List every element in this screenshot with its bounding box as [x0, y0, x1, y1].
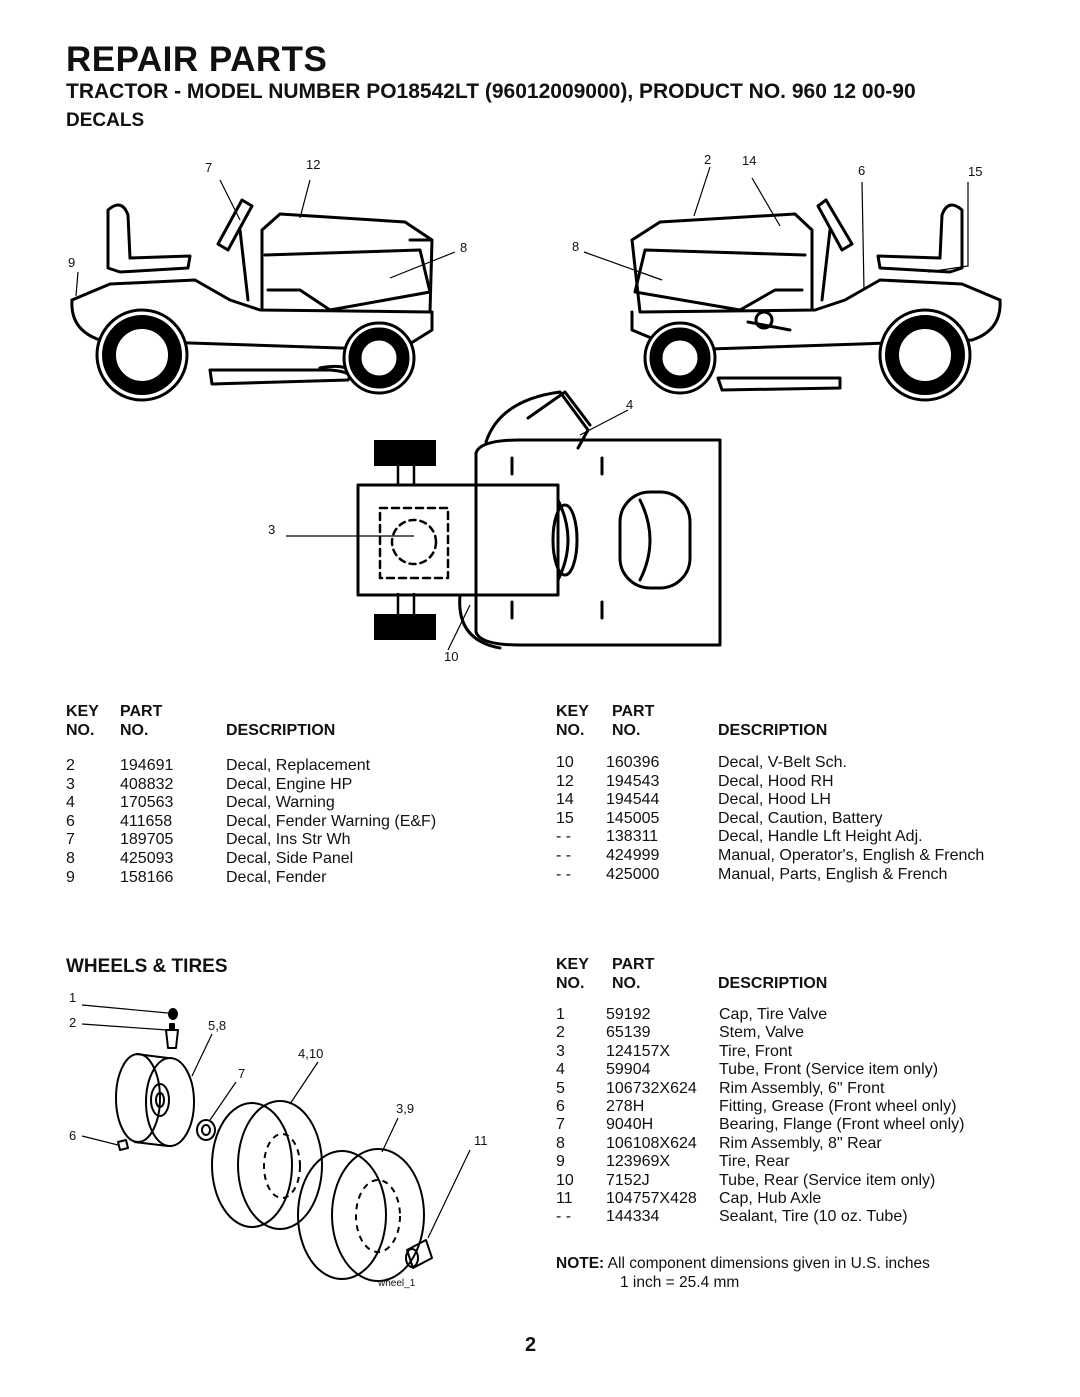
- page-title: REPAIR PARTS: [66, 40, 328, 79]
- note-line-2: 1 inch = 25.4 mm: [620, 1274, 740, 1291]
- callout-14: 14: [742, 153, 757, 168]
- wheel-callout-5-8: 5,8: [208, 1018, 227, 1033]
- col-key: KEY: [556, 703, 589, 720]
- col-key: KEY: [66, 703, 99, 720]
- callout-15: 15: [968, 164, 983, 179]
- callout-8-right: 8: [572, 239, 580, 254]
- col-key-no: NO.: [556, 722, 585, 739]
- callout-9: 9: [68, 255, 76, 270]
- callout-10: 10: [444, 649, 459, 664]
- col-description: DESCRIPTION: [718, 722, 828, 739]
- col-part-no: NO.: [120, 722, 149, 739]
- callout-2: 2: [704, 152, 712, 167]
- tractor-top-view: [356, 390, 722, 650]
- wheel-callout-2: 2: [69, 1015, 77, 1030]
- decals-heading: DECALS: [66, 110, 145, 131]
- col-description: DESCRIPTION: [226, 722, 336, 739]
- callout-6: 6: [858, 163, 866, 178]
- note-label: NOTE:: [556, 1255, 605, 1272]
- dimensions-note: NOTE: All component dimensions given in …: [556, 1254, 930, 1292]
- callout-12: 12: [306, 157, 321, 172]
- col-key-no: NO.: [556, 975, 585, 992]
- note-line-1: All component dimensions given in U.S. i…: [607, 1255, 930, 1272]
- wheel-callout-1: 1: [69, 990, 77, 1005]
- col-part: PART: [612, 956, 655, 973]
- wheel-callout-11: 11: [474, 1133, 488, 1148]
- wheel-callout-6: 6: [69, 1128, 77, 1143]
- callout-4: 4: [626, 397, 634, 412]
- figure-id: wheel_1: [378, 1278, 416, 1289]
- col-part-no: NO.: [612, 722, 641, 739]
- callout-7: 7: [205, 160, 213, 175]
- tractor-left-side-view: [70, 198, 434, 386]
- wheel-callout-7: 7: [238, 1066, 246, 1081]
- callout-3: 3: [268, 522, 276, 537]
- tractor-right-side-view: [630, 198, 1002, 392]
- col-key-no: NO.: [66, 722, 95, 739]
- wheel-callout-4-10: 4,10: [298, 1046, 324, 1061]
- wheels-diagram: [81, 1004, 471, 1282]
- col-key: KEY: [556, 956, 589, 973]
- col-part-no: NO.: [612, 975, 641, 992]
- callout-8-left: 8: [460, 240, 468, 255]
- wheel-callout-3-9: 3,9: [396, 1101, 415, 1116]
- col-part: PART: [612, 703, 655, 720]
- page-number: 2: [525, 1334, 537, 1356]
- decals-diagram: [70, 166, 1002, 651]
- col-description: DESCRIPTION: [718, 975, 828, 992]
- model-subtitle: TRACTOR - MODEL NUMBER PO18542LT (960120…: [66, 80, 916, 103]
- col-part: PART: [120, 703, 163, 720]
- wheels-heading: WHEELS & TIRES: [66, 956, 228, 977]
